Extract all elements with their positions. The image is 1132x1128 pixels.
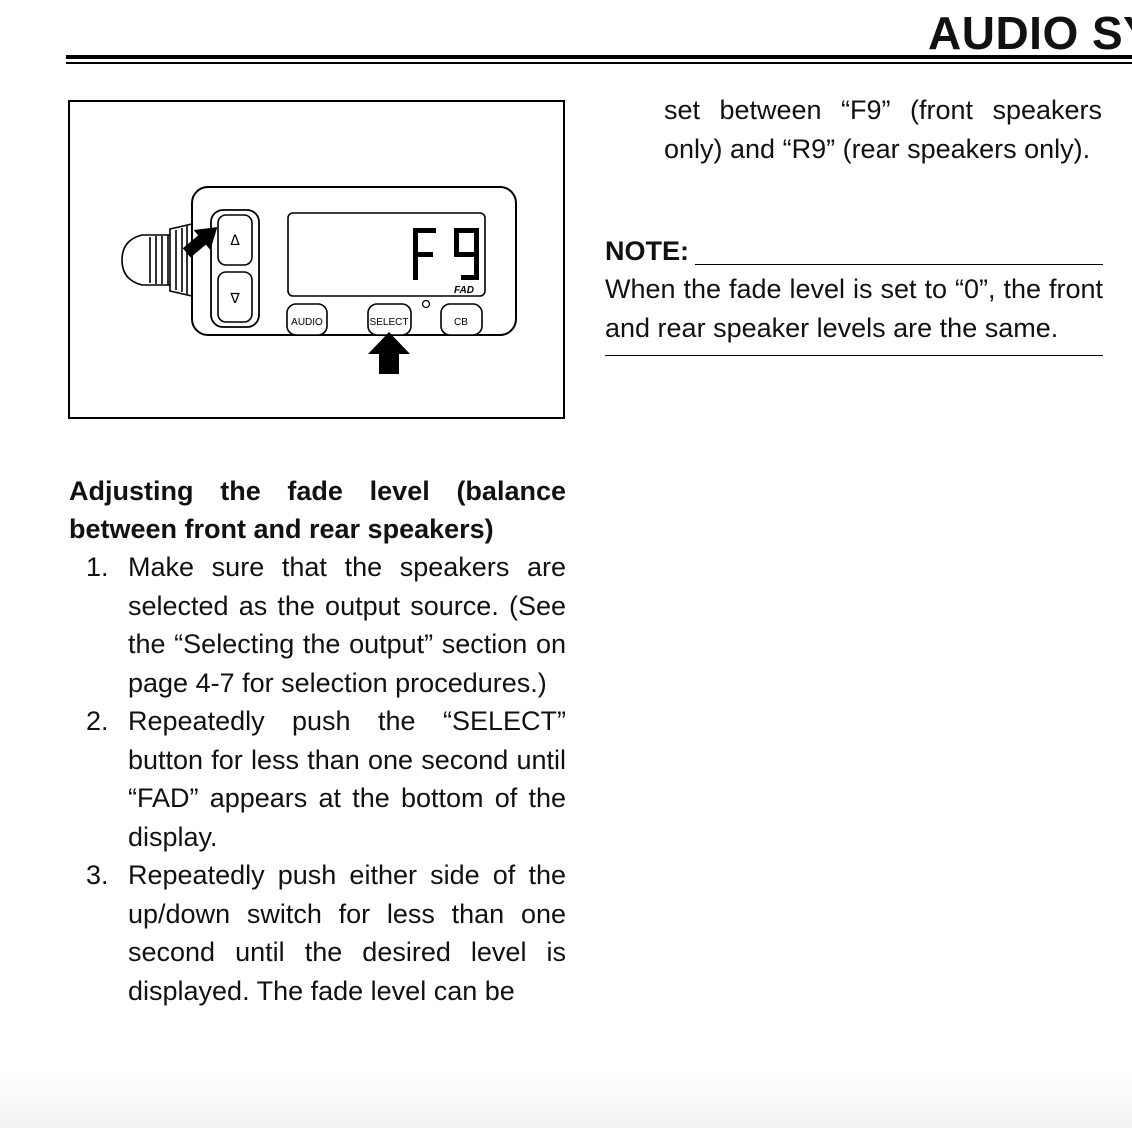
- header-rule-thick: [66, 55, 1132, 59]
- step-item: 1. Make sure that the speakers are selec…: [69, 548, 566, 702]
- up-switch-button: [217, 214, 253, 266]
- select-button-label: SELECT: [370, 317, 409, 328]
- audio-button-label: AUDIO: [291, 317, 323, 328]
- cb-button[interactable]: [440, 303, 483, 336]
- step-item: 3. Repeatedly push either side of the up…: [69, 856, 566, 1010]
- step-item: 2. Repeatedly push the “SELECT” button f…: [69, 702, 566, 856]
- cb-button-label: CB: [454, 317, 468, 328]
- lcd-digit-9: [454, 228, 479, 280]
- pointer-arrow-select-button: [368, 332, 410, 374]
- note-text: When the fade level is set to “0”, the f…: [605, 270, 1103, 356]
- control-panel-illustration: Δ ∇ FAD AU: [121, 186, 517, 374]
- step-text: Repeatedly push either side of the up/do…: [128, 860, 566, 1006]
- audio-button[interactable]: [286, 303, 328, 336]
- up-arrow-symbol: Δ: [230, 233, 240, 249]
- note-box: NOTE: When the fade level is set to “0”,…: [605, 232, 1103, 356]
- note-heading-row: NOTE:: [605, 232, 1103, 270]
- header-rule-thin: [66, 62, 1132, 64]
- note-heading: NOTE:: [605, 236, 689, 266]
- step-number: 1.: [86, 552, 109, 582]
- page-bottom-edge: [0, 1068, 1132, 1128]
- section-header-title: AUDIO SY: [928, 7, 1132, 59]
- volume-knob: [121, 222, 193, 298]
- lcd-display: [287, 212, 486, 297]
- step-text: Make sure that the speakers are selected…: [128, 552, 566, 698]
- section-heading: Adjusting the fade level (balance betwee…: [69, 476, 566, 544]
- step-3-continued-text: set between “F9” (front speakers only) a…: [664, 95, 1102, 164]
- step-text: Repeatedly push the “SELECT” button for …: [128, 706, 566, 852]
- down-switch-button: [217, 271, 253, 323]
- step-number: 2.: [86, 706, 109, 736]
- indicator-led: [421, 299, 431, 309]
- pointer-arrow-up-switch: [182, 227, 218, 258]
- procedure-steps: 1. Make sure that the speakers are selec…: [69, 548, 566, 1010]
- control-panel-figure: Δ ∇ FAD AU: [68, 100, 565, 419]
- step-number: 3.: [86, 860, 109, 890]
- lcd-fad-indicator: FAD: [454, 285, 474, 296]
- down-arrow-symbol: ∇: [229, 291, 240, 307]
- note-heading-rule: [695, 264, 1103, 265]
- lcd-digit-f: [413, 228, 436, 280]
